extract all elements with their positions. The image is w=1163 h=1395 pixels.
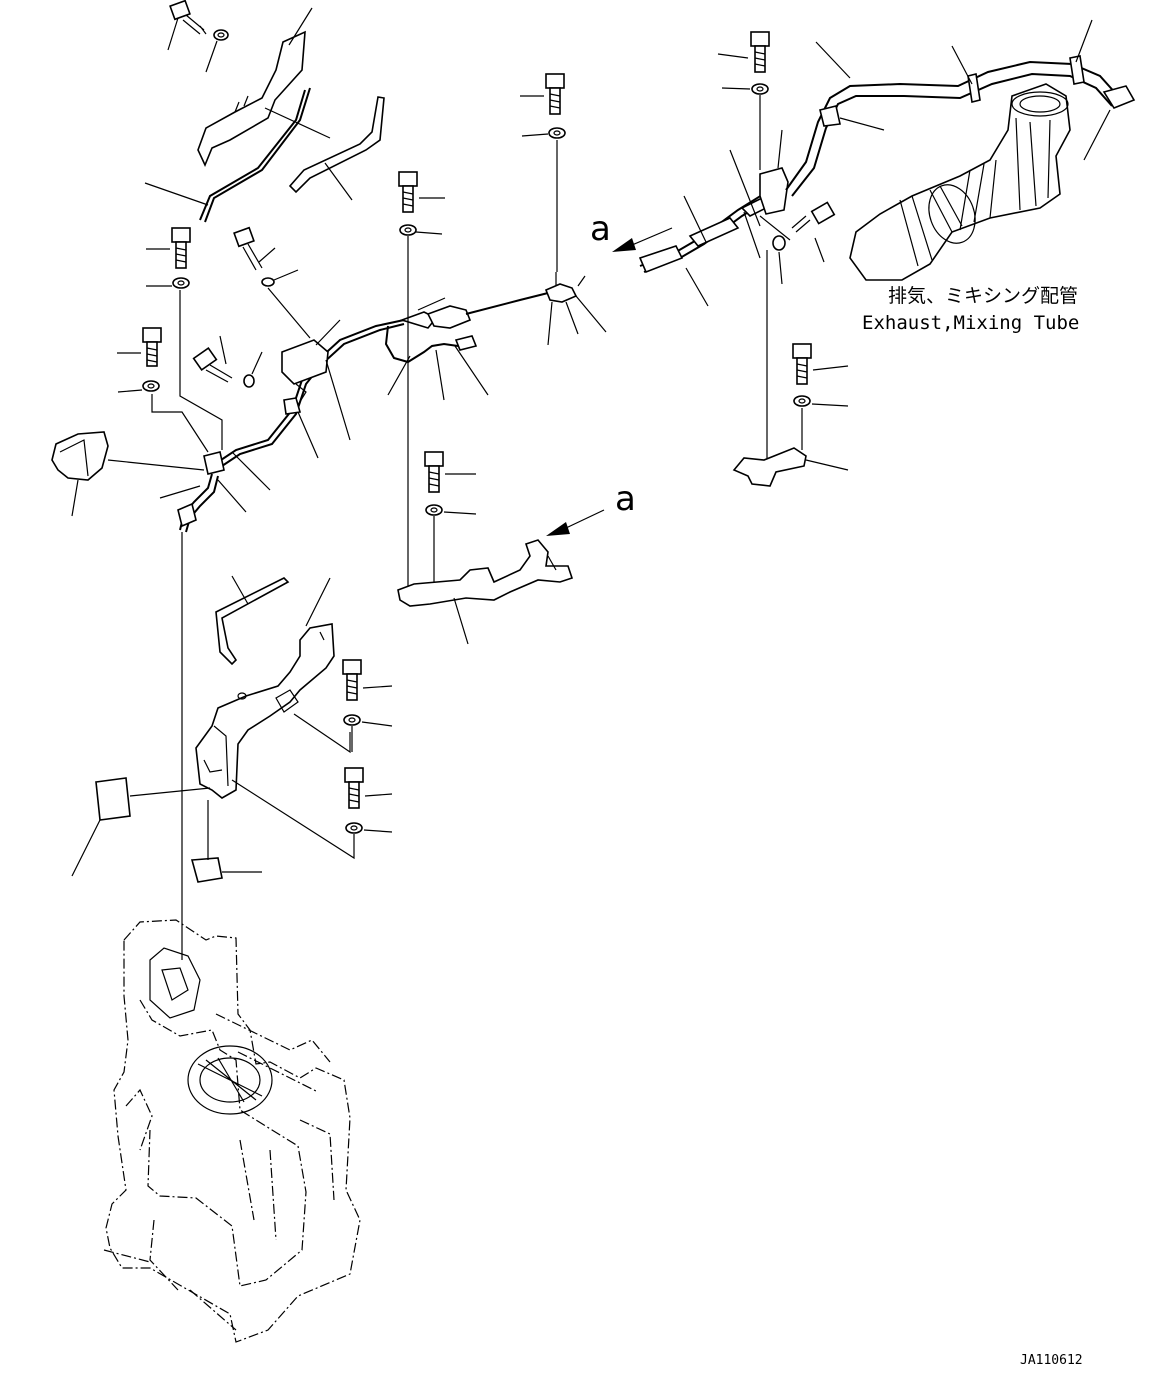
exhaust-label-jp: 排気、ミキシング配管 <box>888 285 1078 307</box>
clamp <box>203 451 225 475</box>
strap-bracket <box>288 96 385 194</box>
lower-bracket-assembly <box>71 532 393 960</box>
bolt-icon <box>398 171 418 213</box>
sensor-harness <box>638 19 1136 460</box>
sensor-bracket <box>732 447 807 487</box>
washer-icon <box>172 277 190 289</box>
left-bolt-set-2 <box>117 327 263 393</box>
connector-block <box>281 339 329 385</box>
bolt-icon <box>342 659 362 701</box>
bolt-icon <box>192 346 233 383</box>
washer-icon <box>345 822 363 834</box>
washer-icon <box>793 395 811 407</box>
bolt-icon <box>233 226 263 271</box>
bolt-icon <box>171 227 191 269</box>
exhaust-mixing-tube: 排気、ミキシング配管 Exhaust,Mixing Tube <box>849 83 1079 334</box>
cover-block <box>51 431 109 481</box>
view-a-bracket: a <box>397 451 636 645</box>
washer-icon <box>399 224 417 236</box>
clip <box>544 283 578 303</box>
strip-part <box>215 577 290 666</box>
right-lower-bracket-group <box>732 343 849 487</box>
view-arrow-a-upper: a <box>590 209 673 252</box>
washer-icon <box>261 277 275 287</box>
bolt-icon <box>424 451 444 493</box>
main-bracket <box>195 623 335 799</box>
upper-bolt-group <box>144 0 385 223</box>
left-clamp-group <box>51 290 271 533</box>
bolt-icon <box>344 767 364 809</box>
machine-frame <box>103 919 361 1343</box>
washer-icon <box>243 374 255 388</box>
small-pad <box>190 857 223 883</box>
bolt-icon <box>545 73 565 115</box>
view-label: a <box>590 209 611 249</box>
washer-icon <box>425 504 443 516</box>
washer-icon <box>142 380 160 392</box>
bracket-upper <box>197 30 306 167</box>
bolt-icon <box>750 31 770 73</box>
view-label-a: a <box>615 479 636 519</box>
bolt-icon <box>791 201 836 233</box>
left-bolt-set-1 <box>146 226 311 339</box>
washer-icon <box>548 127 566 139</box>
bolt-icon <box>142 327 162 367</box>
washer-icon <box>213 29 229 41</box>
washer-icon <box>772 235 786 251</box>
bolt-icon <box>792 343 812 385</box>
sensor-block <box>759 167 789 215</box>
bolt-icon <box>169 0 207 35</box>
washer-icon <box>343 714 361 726</box>
drawing-id: JA110612 <box>1020 1353 1083 1368</box>
washer-icon <box>751 83 769 95</box>
label-plate <box>95 777 131 821</box>
clamp <box>283 397 302 415</box>
wire-harness <box>217 73 607 590</box>
connector <box>638 245 684 274</box>
exhaust-label-en: Exhaust,Mixing Tube <box>862 312 1079 334</box>
